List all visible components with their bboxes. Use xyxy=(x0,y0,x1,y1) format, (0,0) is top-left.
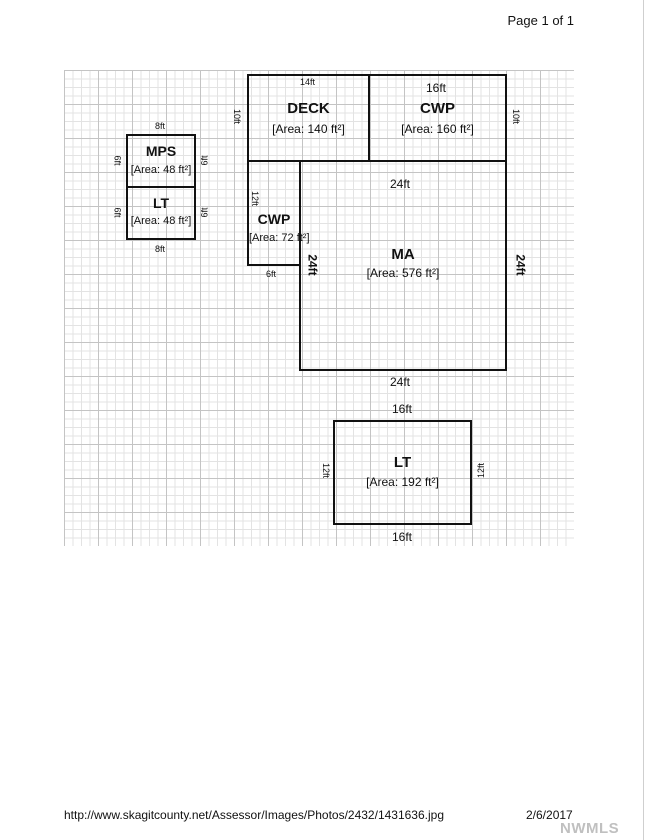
room-name: MA xyxy=(391,246,415,263)
dim-cwp-left-bottom: 6ft xyxy=(266,269,277,279)
room-cwp-left: CWP [Area: 72 ft²] xyxy=(247,160,310,266)
dim-lt-small-left: 6ft xyxy=(112,207,123,218)
dim-cwp-top-right: 10ft xyxy=(511,108,522,125)
room-deck: DECK [Area: 140 ft²] xyxy=(247,74,370,162)
dim-ma-top: 24ft xyxy=(390,177,411,191)
room-area: [Area: 576 ft²] xyxy=(366,266,440,280)
dim-deck-left: 10ft xyxy=(232,108,243,125)
dim-mps-left: 6ft xyxy=(112,155,123,166)
room-area: [Area: 48 ft²] xyxy=(130,215,192,227)
page-header: Page 1 of 1 xyxy=(507,13,575,28)
room-name: CWP xyxy=(420,100,455,117)
room-lt-large: LT [Area: 192 ft²] xyxy=(333,420,472,525)
room-area: [Area: 140 ft²] xyxy=(272,122,345,136)
dim-deck-top: 14ft xyxy=(300,77,316,87)
room-area: [Area: 72 ft²] xyxy=(249,232,310,244)
room-name: MPS xyxy=(145,143,177,159)
graph-paper-grid xyxy=(64,70,574,546)
room-area: [Area: 192 ft²] xyxy=(366,475,439,489)
room-mps: MPS [Area: 48 ft²] xyxy=(126,134,196,188)
footer-date: 2/6/2017 xyxy=(526,808,573,822)
dim-ma-right: 24ft xyxy=(513,254,528,276)
dim-ma-left: 24ft xyxy=(305,254,320,276)
footer-url: http://www.skagitcounty.net/Assessor/Ima… xyxy=(64,808,445,822)
dim-lt-small-bottom: 8ft xyxy=(155,244,166,254)
dim-ma-bottom: 24ft xyxy=(390,375,411,389)
dim-cwp-top-top: 16ft xyxy=(426,81,447,95)
dim-lt-small-right: 6ft xyxy=(199,207,210,218)
dim-cwp-left-left: 12ft xyxy=(250,190,261,207)
room-name: CWP xyxy=(257,211,291,227)
dim-lt-large-bottom: 16ft xyxy=(392,530,413,544)
dim-lt-large-right: 12ft xyxy=(476,462,487,479)
room-lt-small: LT [Area: 48 ft²] xyxy=(126,186,196,240)
room-area: [Area: 160 ft²] xyxy=(401,122,474,136)
page-edge-line xyxy=(643,0,644,840)
room-ma: MA [Area: 576 ft²] xyxy=(299,160,507,371)
room-name: DECK xyxy=(287,100,330,117)
dim-lt-large-top: 16ft xyxy=(392,402,413,416)
dim-mps-right: 6ft xyxy=(199,155,210,166)
dim-lt-large-left: 12ft xyxy=(321,462,332,479)
dim-mps-top: 8ft xyxy=(155,121,166,131)
room-name: LT xyxy=(393,454,412,471)
nwmls-watermark-logo: NWMLS xyxy=(560,820,620,837)
room-name: LT xyxy=(152,195,170,211)
room-area: [Area: 48 ft²] xyxy=(130,164,192,176)
